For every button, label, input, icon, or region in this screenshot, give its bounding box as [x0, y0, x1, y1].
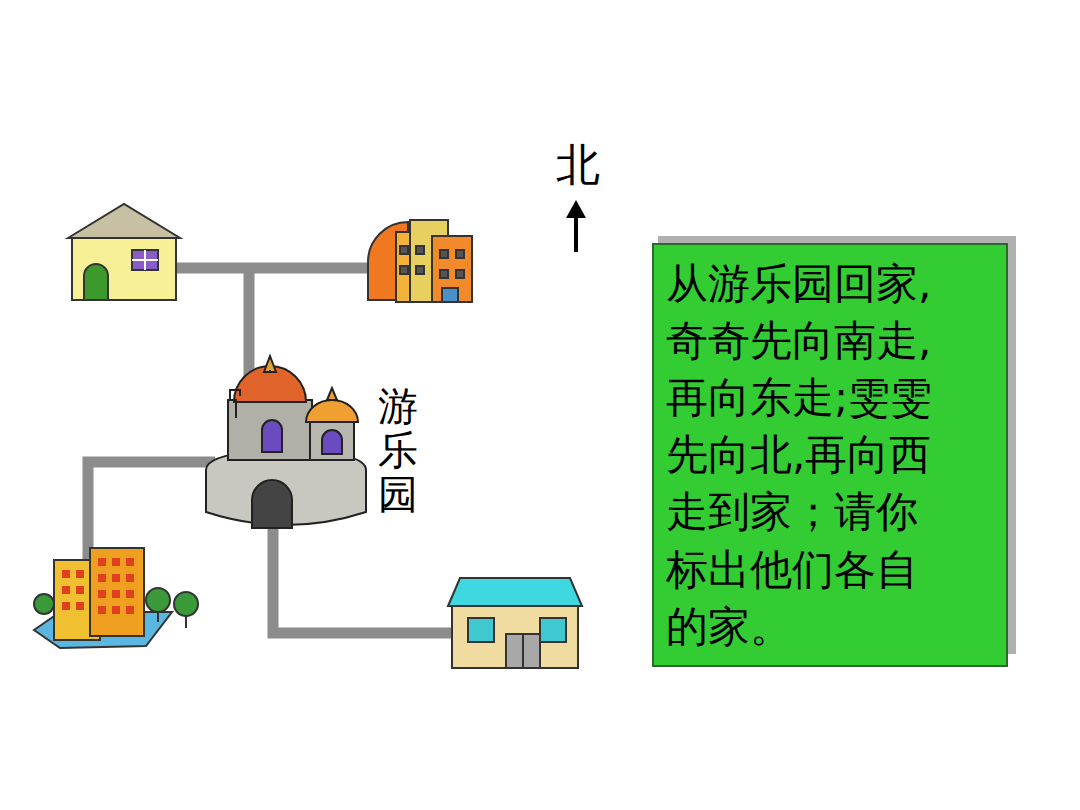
north-arrow: [566, 200, 586, 252]
window-grid: [62, 558, 134, 614]
house-icon: [68, 204, 180, 300]
apartment-icon: [368, 220, 472, 302]
shop-building-icon: [448, 578, 582, 668]
amusement-park-icon: [206, 356, 366, 528]
place-label: 游乐园: [378, 384, 418, 516]
instruction-text: 从游乐园回家, 奇奇先向南走, 再向东走;雯雯 先向北,再向西 走到家；请你 标…: [666, 255, 994, 655]
instruction-box: 从游乐园回家, 奇奇先向南走, 再向东走;雯雯 先向北,再向西 走到家；请你 标…: [652, 243, 1008, 667]
office-building-icon: [34, 548, 198, 648]
north-label: 北: [556, 136, 600, 195]
